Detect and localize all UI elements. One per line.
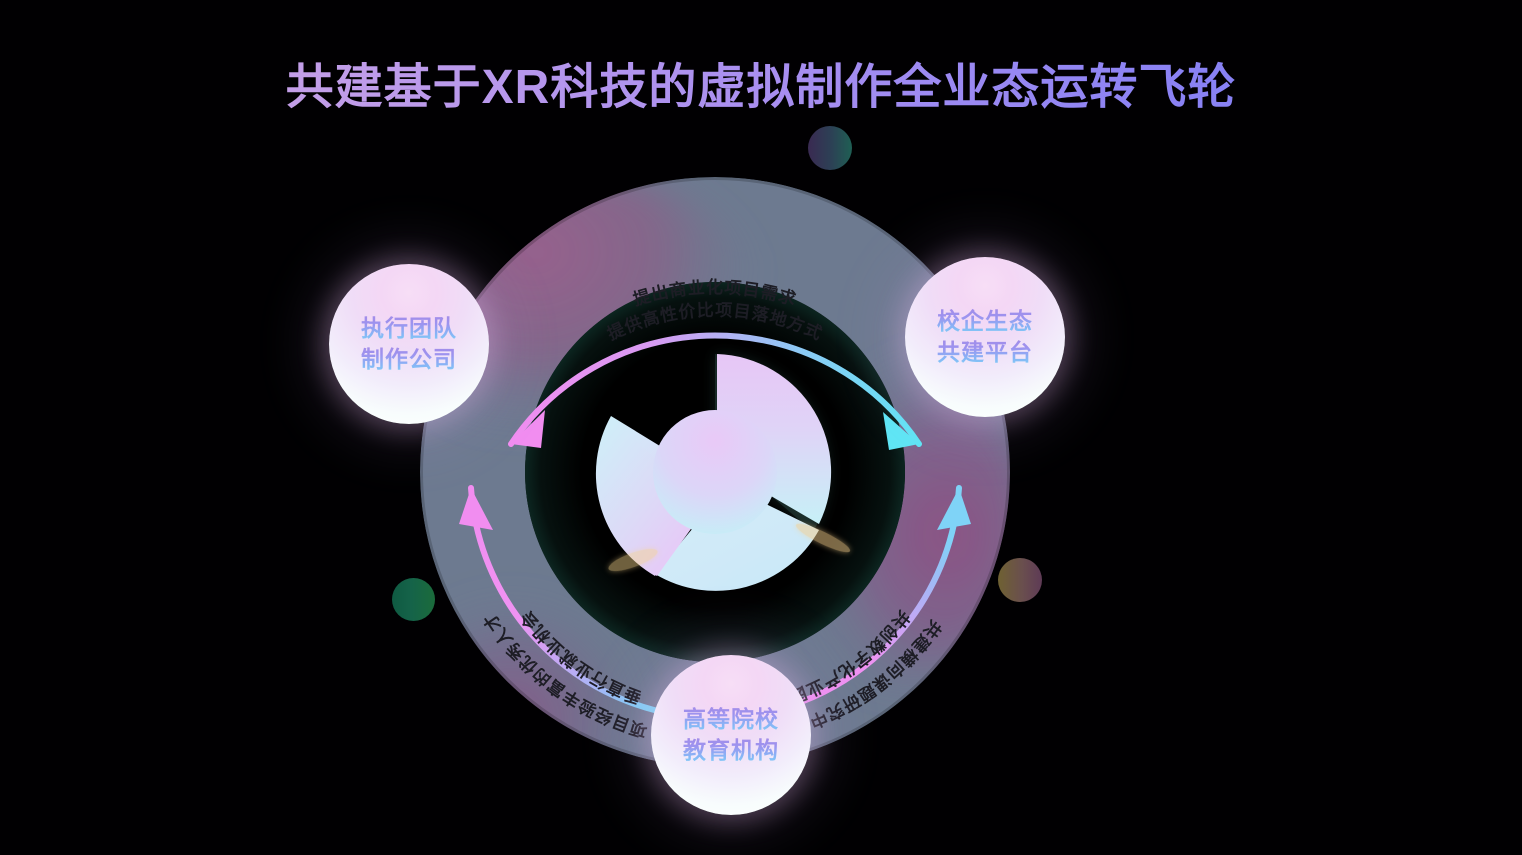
flywheel-diagram: 提出商业化项目需求 提供高性价比项目落地方式 项目经验丰富的优秀人才 垂直行业就… bbox=[415, 172, 1015, 772]
flywheel-hub bbox=[653, 410, 777, 534]
node-school-enterprise-platform[interactable]: 校企生态 共建平台 bbox=[905, 257, 1065, 417]
node-exec-team-line-1: 执行团队 bbox=[361, 313, 457, 344]
decorative-dot-teal-purple bbox=[808, 126, 852, 170]
node-platform-line-1: 校企生态 bbox=[937, 306, 1033, 337]
node-edu-line-2: 教育机构 bbox=[683, 735, 779, 766]
flywheel-blade-1 bbox=[717, 354, 832, 524]
flywheel-blade-3b bbox=[597, 418, 693, 576]
node-exec-team-line-2: 制作公司 bbox=[361, 344, 457, 375]
node-platform-line-2: 共建平台 bbox=[937, 337, 1033, 368]
decorative-dot-olive-purple bbox=[998, 558, 1042, 602]
page-title: 共建基于XR科技的虚拟制作全业态运转飞轮 bbox=[0, 58, 1522, 118]
flywheel-blade-2 bbox=[655, 482, 819, 591]
node-exec-team[interactable]: 执行团队 制作公司 bbox=[329, 264, 489, 424]
three-blade-flywheel bbox=[595, 354, 851, 591]
flywheel-svg: 提出商业化项目需求 提供高性价比项目落地方式 项目经验丰富的优秀人才 垂直行业就… bbox=[419, 177, 1010, 767]
decorative-dot-green bbox=[392, 578, 435, 621]
arc-arrow-top bbox=[508, 332, 922, 450]
node-higher-education[interactable]: 高等院校 教育机构 bbox=[651, 655, 811, 815]
node-edu-line-1: 高等院校 bbox=[683, 704, 779, 735]
